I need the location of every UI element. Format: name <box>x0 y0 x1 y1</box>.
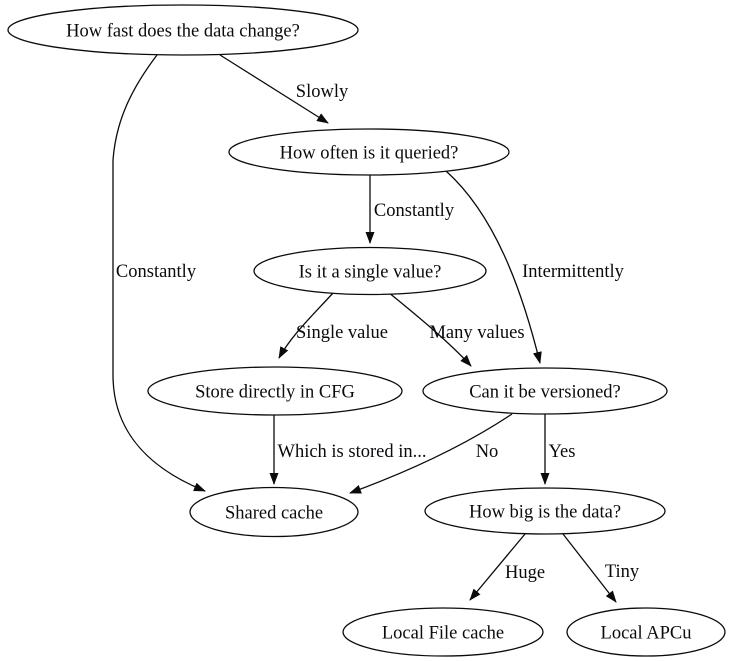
node-ellipse-apcu <box>566 607 726 657</box>
node-label-filecache: Local File cache <box>382 624 504 644</box>
edge-bigdata-apcu: Tiny <box>562 533 640 603</box>
edge-bigdata-filecache: Huge <box>469 533 545 601</box>
node-label-queried: How often is it queried? <box>280 144 459 164</box>
edge-label-queried-single: Constantly <box>374 201 455 221</box>
node-change: How fast does the data change? <box>7 4 359 56</box>
edge-single-versioned: Many values <box>387 291 525 367</box>
node-versioned: Can it be versioned? <box>422 367 668 415</box>
edge-queried-versioned: Intermittently <box>445 170 625 364</box>
edge-line-change-shared <box>112 54 206 492</box>
edge-label-change-shared: Constantly <box>116 262 197 282</box>
node-ellipse-versioned <box>422 367 668 415</box>
edge-versioned-shared: No <box>349 413 513 494</box>
edge-line-bigdata-filecache <box>469 533 526 601</box>
node-label-cfg: Store directly in CFG <box>195 383 355 403</box>
edge-line-versioned-shared <box>349 413 513 494</box>
edge-label-single-versioned: Many values <box>429 323 524 343</box>
node-ellipse-bigdata <box>424 487 666 535</box>
edge-label-single-cfg: Single value <box>296 323 388 343</box>
node-label-single: Is it a single value? <box>299 263 442 283</box>
edge-label-change-queried: Slowly <box>296 82 349 102</box>
node-label-shared: Shared cache <box>225 504 323 524</box>
edge-label-versioned-shared: No <box>476 442 499 462</box>
node-filecache: Local File cache <box>342 607 544 657</box>
node-apcu: Local APCu <box>566 607 726 657</box>
edge-label-cfg-shared: Which is stored in... <box>277 442 426 462</box>
node-single: Is it a single value? <box>253 246 487 296</box>
node-queried: How often is it queried? <box>228 128 510 176</box>
node-ellipse-cfg <box>147 366 403 416</box>
node-ellipse-single <box>253 246 487 296</box>
node-cfg: Store directly in CFG <box>147 366 403 416</box>
edge-label-queried-versioned: Intermittently <box>522 262 624 282</box>
node-shared: Shared cache <box>189 486 359 538</box>
edge-label-versioned-bigdata: Yes <box>549 442 576 462</box>
edge-cfg-shared: Which is stored in... <box>269 415 427 485</box>
edge-label-bigdata-apcu: Tiny <box>605 562 640 582</box>
edge-line-change-queried <box>219 54 329 124</box>
node-ellipse-change <box>7 4 359 56</box>
node-label-change: How fast does the data change? <box>66 22 300 42</box>
edge-change-shared: Constantly <box>112 54 206 492</box>
node-bigdata: How big is the data? <box>424 487 666 535</box>
node-ellipse-shared <box>189 486 359 538</box>
edge-line-queried-versioned <box>445 170 542 364</box>
edge-line-single-versioned <box>387 291 472 367</box>
edge-line-single-cfg <box>278 292 334 359</box>
edge-label-bigdata-filecache: Huge <box>505 563 545 583</box>
node-label-bigdata: How big is the data? <box>469 503 621 523</box>
node-ellipse-queried <box>228 128 510 176</box>
node-label-versioned: Can it be versioned? <box>469 383 621 403</box>
node-ellipse-filecache <box>342 607 544 657</box>
edge-versioned-bigdata: Yes <box>540 414 576 485</box>
edge-line-bigdata-apcu <box>562 533 617 603</box>
edge-single-cfg: Single value <box>278 292 388 359</box>
node-label-apcu: Local APCu <box>601 624 692 644</box>
edge-queried-single: Constantly <box>365 175 455 244</box>
edge-change-queried: Slowly <box>219 54 349 124</box>
